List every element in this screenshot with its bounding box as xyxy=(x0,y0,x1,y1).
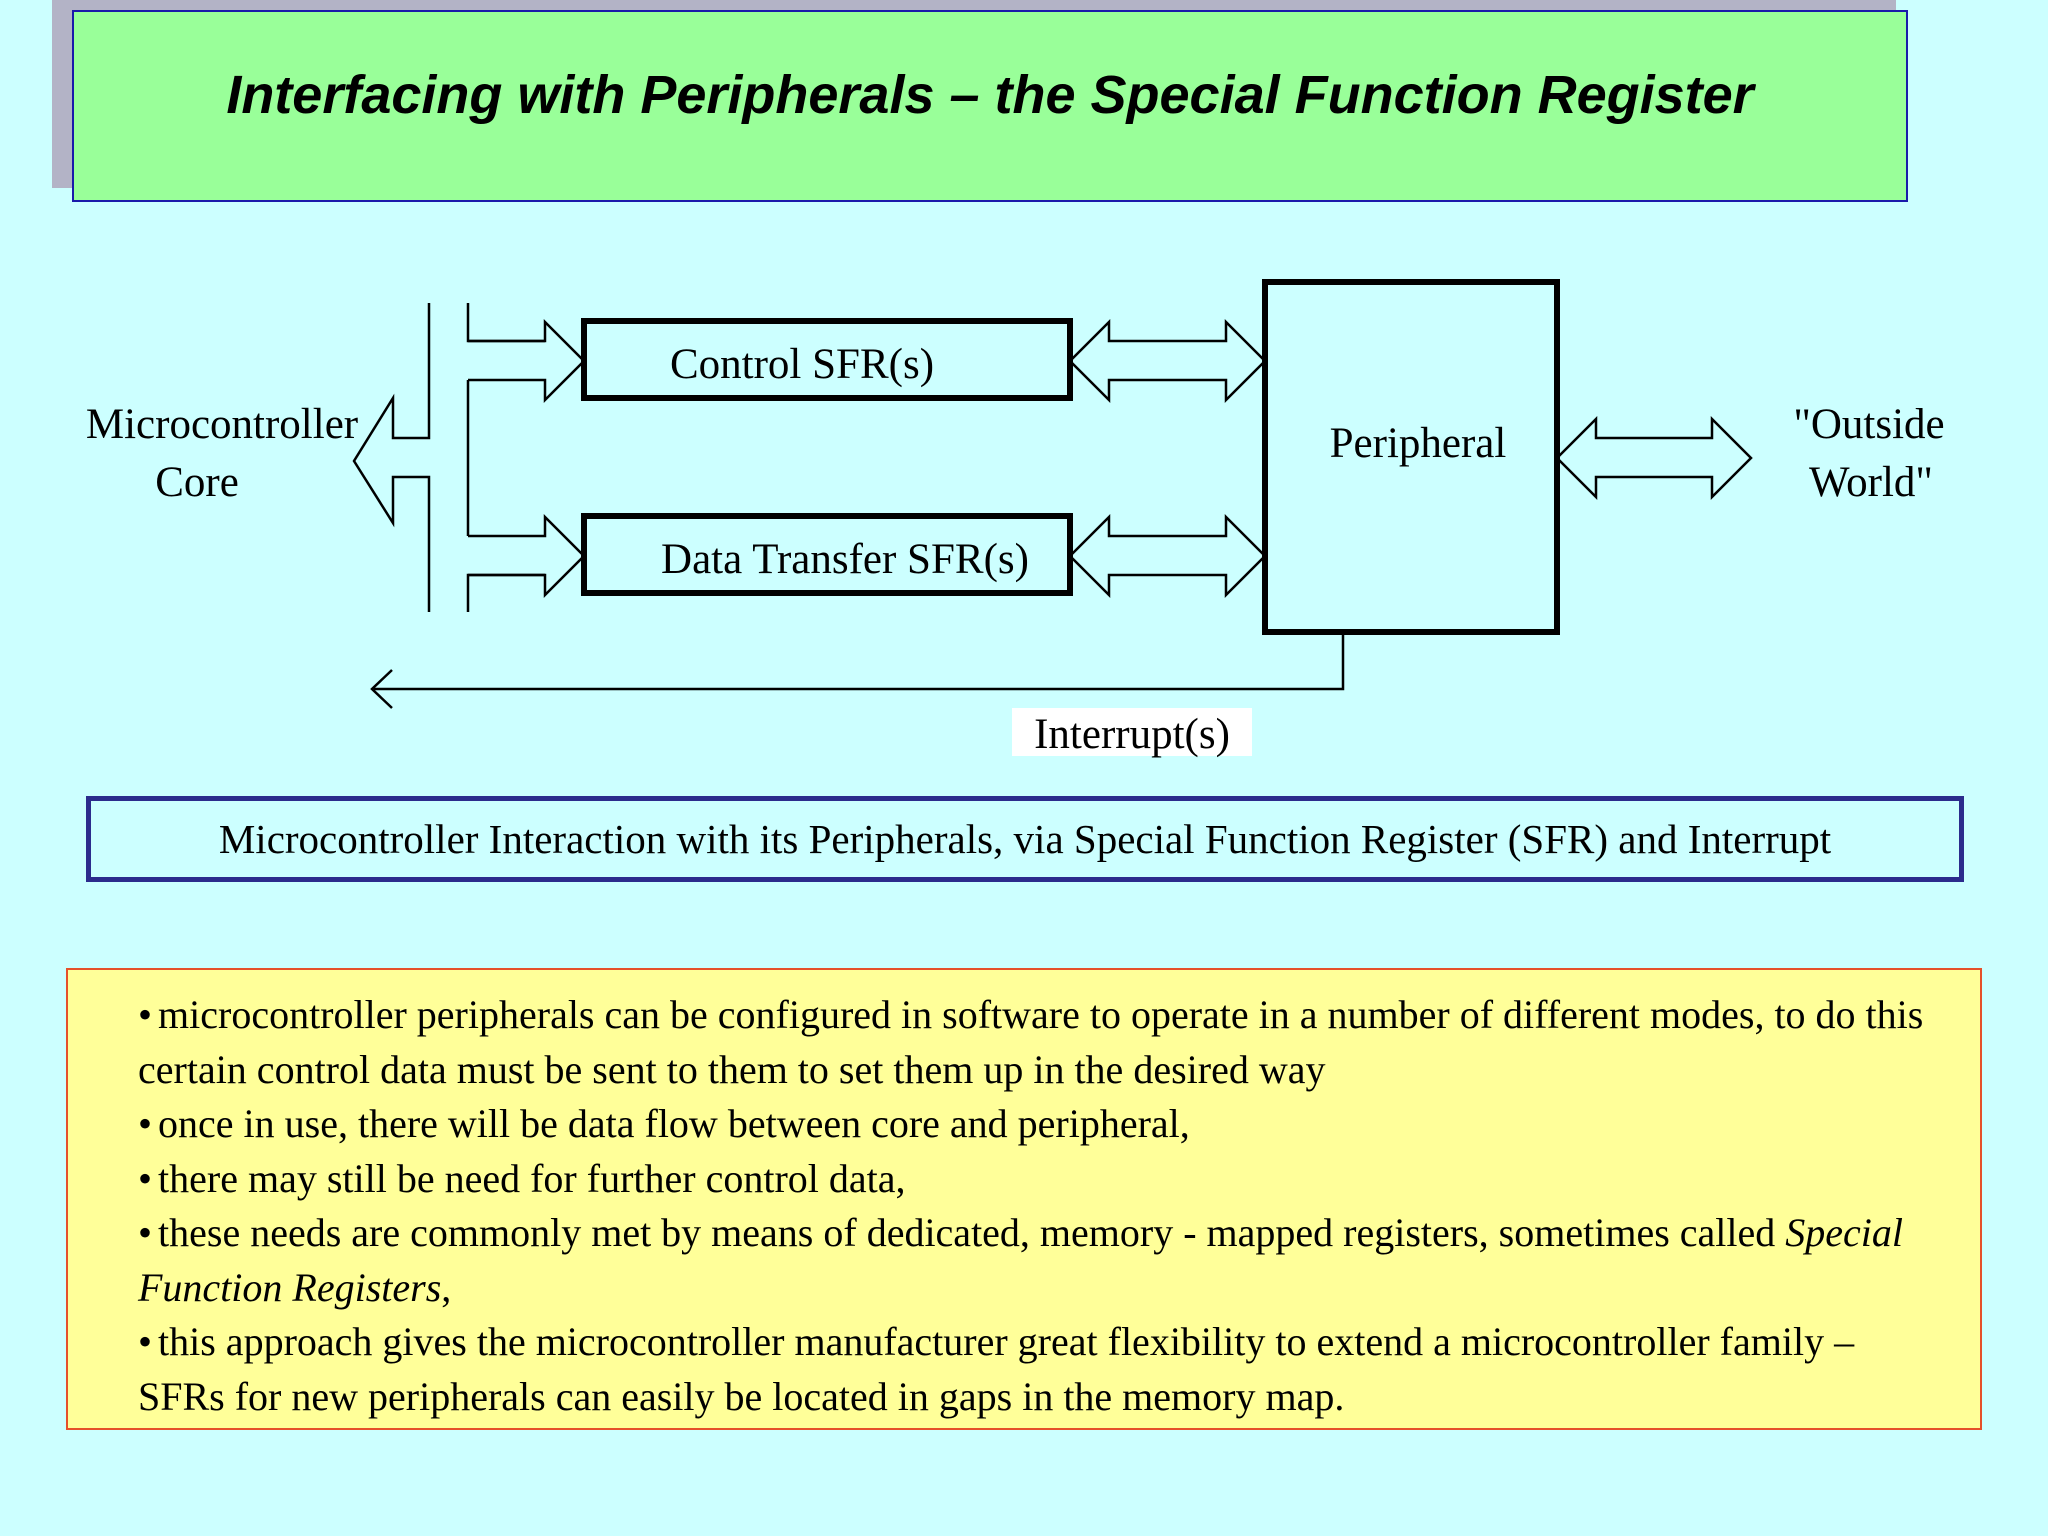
data-sfr-box xyxy=(581,513,1073,596)
peripheral-box xyxy=(1262,279,1560,635)
list-item: •once in use, there will be data flow be… xyxy=(138,1101,1190,1146)
sfr-emphasis: Special Function Registers xyxy=(138,1210,1903,1310)
interrupt-line xyxy=(374,633,1345,691)
data-sfr-label: Data Transfer SFR(s) xyxy=(661,536,1029,583)
list-item: •there may still be need for further con… xyxy=(138,1155,906,1201)
outside-world-line1: "Outside xyxy=(1793,401,1944,448)
notes-list: •microcontroller peripherals can be conf… xyxy=(138,988,1950,1424)
outside-world-line2: World" xyxy=(1809,459,1933,506)
sfr-block-diagram: Microcontroller Core Control SFR(s) Data… xyxy=(86,279,1945,758)
bus-vertical-line xyxy=(466,303,545,612)
list-item: •these needs are commonly met by means o… xyxy=(138,1210,1903,1310)
notes-box: •microcontroller peripherals can be conf… xyxy=(66,968,1982,1430)
title-box: Interfacing with Peripherals – the Speci… xyxy=(72,10,1908,202)
peripheral-label: Peripheral xyxy=(1330,420,1507,467)
caption-box: Microcontroller Interaction with its Per… xyxy=(86,796,1964,882)
bullet-icon: • xyxy=(138,1210,153,1255)
list-item: •this approach gives the microcontroller… xyxy=(138,1319,1855,1419)
interrupt-label: Interrupt(s) xyxy=(1034,711,1230,758)
list-item: •microcontroller peripherals can be conf… xyxy=(138,992,1924,1092)
diagram-caption: Microcontroller Interaction with its Per… xyxy=(218,816,1832,862)
control-sfr-label: Control SFR(s) xyxy=(670,341,934,388)
bullet-icon: • xyxy=(138,992,153,1037)
slide-title: Interfacing with Peripherals – the Speci… xyxy=(226,65,1754,125)
core-bus-arrow xyxy=(352,303,431,612)
bullet-icon: • xyxy=(138,1319,153,1364)
control-sfr-box xyxy=(581,318,1073,401)
core-label-line1: Microcontroller xyxy=(86,401,358,448)
bus-branch-arrow-2 xyxy=(468,513,586,599)
interrupt-arrowhead xyxy=(370,669,393,709)
bus-branch-arrow-1 xyxy=(468,318,586,404)
peripheral-to-world-arrow xyxy=(1555,415,1753,501)
bullet-icon: • xyxy=(138,1101,153,1146)
interrupt-label-bg xyxy=(1012,708,1252,756)
control-to-peripheral-arrow xyxy=(1068,318,1267,404)
data-to-peripheral-arrow xyxy=(1068,513,1267,599)
core-label-line2: Core xyxy=(155,459,239,506)
bullet-icon: • xyxy=(138,1155,153,1201)
